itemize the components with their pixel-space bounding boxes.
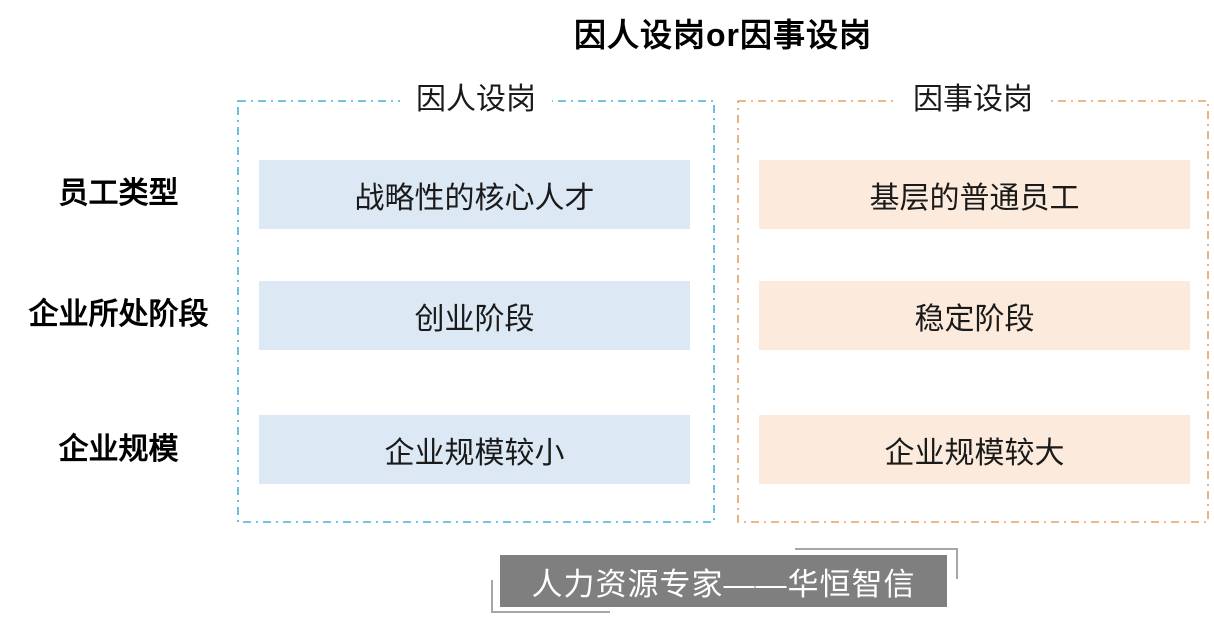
cell-people-company-stage: 创业阶段 xyxy=(259,281,690,350)
column-box-people-based: 因人设岗 xyxy=(237,82,715,523)
column-header-task-based: 因事设岗 xyxy=(897,82,1049,118)
footer-brand-banner: 人力资源专家——华恒智信 xyxy=(500,555,947,607)
cell-task-company-size: 企业规模较大 xyxy=(759,415,1190,484)
cell-people-company-size: 企业规模较小 xyxy=(259,415,690,484)
dashed-border-left-rect xyxy=(237,100,715,523)
column-box-task-based: 因事设岗 xyxy=(737,82,1209,523)
cell-people-employee-type: 战略性的核心人才 xyxy=(259,160,690,229)
dashed-border-left xyxy=(237,100,715,523)
row-label-company-stage: 企业所处阶段 xyxy=(28,298,209,331)
row-label-employee-type: 员工类型 xyxy=(58,177,179,210)
cell-task-employee-type: 基层的普通员工 xyxy=(759,160,1190,229)
footer-bracket-top-right xyxy=(795,548,958,579)
footer-bracket-bottom-left xyxy=(491,580,610,613)
row-label-company-size: 企业规模 xyxy=(58,433,179,466)
page-title: 因人设岗or因事设岗 xyxy=(573,17,872,53)
cell-task-company-stage: 稳定阶段 xyxy=(759,281,1190,350)
column-header-people-based: 因人设岗 xyxy=(400,82,552,118)
